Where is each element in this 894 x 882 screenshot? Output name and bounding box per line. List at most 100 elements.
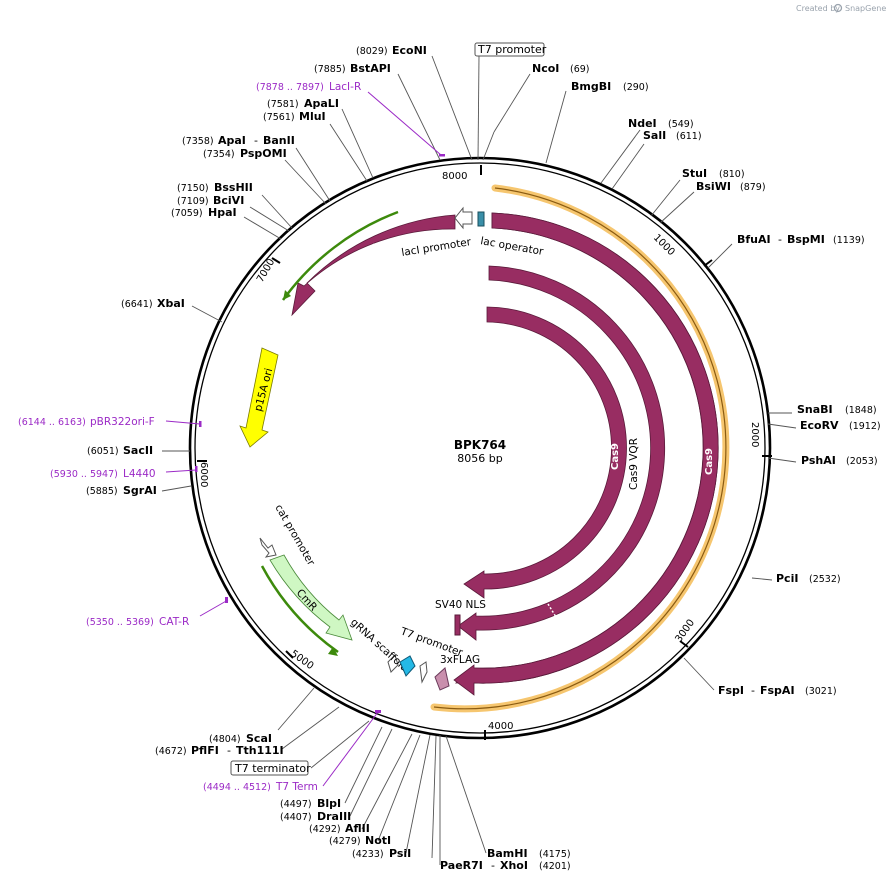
svg-text:BlpI: BlpI <box>317 797 341 810</box>
tick-6000: 6000 <box>198 462 209 487</box>
site-apai: (7358) ApaI - BanII <box>182 134 295 147</box>
credit-text: Created by <box>796 4 840 13</box>
site-pspomi: (7354) PspOMI <box>203 147 287 160</box>
plasmid-length: 8056 bp <box>457 452 502 465</box>
site-fspi: FspI - FspAI (3021) <box>718 684 837 697</box>
tick-1000: 1000 <box>651 232 677 258</box>
svg-text:(7150): (7150) <box>177 183 209 194</box>
svg-text:(4494 .. 4512): (4494 .. 4512) <box>203 782 271 793</box>
cmr-green-arrowhead <box>328 647 338 656</box>
svg-text:FspI: FspI <box>718 684 744 697</box>
cas9-vqr-label: Cas9 VQR <box>628 438 640 490</box>
site-bstapi: (7885) BstAPI <box>314 62 391 75</box>
svg-text:(549): (549) <box>668 119 694 130</box>
svg-text:StuI: StuI <box>682 167 707 180</box>
svg-text:PsiI: PsiI <box>389 847 411 860</box>
svg-text:(4672): (4672) <box>155 746 187 757</box>
svg-text:(4201): (4201) <box>539 861 571 872</box>
sv40-nls-label: SV40 NLS <box>435 599 486 611</box>
svg-text:BsiWI: BsiWI <box>696 180 731 193</box>
svg-text:ApaI: ApaI <box>218 134 246 147</box>
svg-text:-: - <box>227 744 231 757</box>
svg-text:BstAPI: BstAPI <box>350 62 391 75</box>
cas9-outer-label: Cas9 <box>704 448 715 475</box>
svg-text:(879): (879) <box>740 182 766 193</box>
svg-text:L4440: L4440 <box>123 468 156 480</box>
site-blpi: (4497) BlpI <box>280 797 341 810</box>
svg-text:BspMI: BspMI <box>787 233 825 246</box>
site-noti: (4279) NotI <box>329 834 391 847</box>
primer-laci-r: (7878 .. 7897) LacI-R <box>256 81 361 93</box>
svg-text:MluI: MluI <box>299 110 326 123</box>
svg-text:(4175): (4175) <box>539 849 571 860</box>
svg-text:(6641): (6641) <box>121 299 153 310</box>
laci-green-line <box>281 210 399 301</box>
svg-text:(290): (290) <box>623 82 649 93</box>
site-bsiwi: BsiWI (879) <box>696 180 766 193</box>
svg-text:-: - <box>491 859 495 872</box>
backbone-inner <box>194 162 766 734</box>
tick-3000: 3000 <box>673 618 697 645</box>
site-aflii: (4292) AflII <box>309 822 370 835</box>
svg-text:(6051): (6051) <box>87 446 119 457</box>
svg-text:FspAI: FspAI <box>760 684 795 697</box>
svg-text:SalI: SalI <box>643 129 666 142</box>
svg-text:(8029): (8029) <box>356 46 388 57</box>
site-xbai: (6641) XbaI <box>121 297 185 310</box>
svg-text:(4407): (4407) <box>280 812 312 823</box>
svg-text:NcoI: NcoI <box>532 62 559 75</box>
site-ndei: NdeI (549) <box>628 117 694 130</box>
primer-leaders <box>165 91 442 787</box>
svg-text:(5930 .. 5947): (5930 .. 5947) <box>50 469 118 480</box>
tick-8000: 8000 <box>442 171 467 182</box>
laci-promoter-label: lacI promoter <box>401 236 473 259</box>
svg-text:ApaLI: ApaLI <box>304 97 339 110</box>
svg-text:SgrAI: SgrAI <box>123 484 157 497</box>
svg-text:PshAI: PshAI <box>801 454 836 467</box>
site-econi: (8029) EcoNI <box>356 44 427 57</box>
svg-text:ScaI: ScaI <box>246 732 272 745</box>
svg-text:LacI-R: LacI-R <box>329 81 361 93</box>
svg-text:SnapGene: SnapGene <box>845 4 886 13</box>
svg-text:(810): (810) <box>719 169 745 180</box>
primer-t7-term: (4494 .. 4512) T7 Term <box>203 781 318 793</box>
svg-text:(1139): (1139) <box>833 235 865 246</box>
sv40-nls-marker <box>454 614 461 636</box>
site-ecorv: EcoRV (1912) <box>800 419 881 432</box>
svg-text:AflII: AflII <box>345 822 370 835</box>
cas9-vqr-arrow <box>457 265 666 641</box>
svg-text:PaeR7I: PaeR7I <box>440 859 483 872</box>
svg-text:(2053): (2053) <box>846 456 878 467</box>
flag-arrow <box>434 667 450 691</box>
svg-text:(4292): (4292) <box>309 824 341 835</box>
svg-text:DraIII: DraIII <box>317 810 351 823</box>
svg-text:(1848): (1848) <box>845 405 877 416</box>
svg-text:(7059): (7059) <box>171 208 203 219</box>
svg-text:EcoRV: EcoRV <box>800 419 839 432</box>
site-paer7i: PaeR7I - XhoI (4201) <box>440 859 571 872</box>
site-sgrai: (5885) SgrAI <box>86 484 157 497</box>
svg-text:Tth111I: Tth111I <box>236 744 284 757</box>
svg-text:(7581): (7581) <box>267 99 299 110</box>
site-sacii: (6051) SacII <box>87 444 153 457</box>
flag-label: 3xFLAG <box>440 654 480 666</box>
svg-text:T7 terminator: T7 terminator <box>234 762 311 775</box>
cas9-inner-arrow <box>463 306 627 599</box>
svg-text:(7358): (7358) <box>182 136 214 147</box>
primer-pbr322ori-f: (6144 .. 6163) pBR322ori-F <box>18 416 155 428</box>
primer-l4440: (5930 .. 5947) L4440 <box>50 468 156 480</box>
svg-text:(4497): (4497) <box>280 799 312 810</box>
site-scai: (4804) ScaI <box>209 732 272 745</box>
svg-text:EcoNI: EcoNI <box>392 44 427 57</box>
tick-2000: 2000 <box>749 422 760 447</box>
site-psii: (4233) PsiI <box>352 847 411 860</box>
site-pshai: PshAI (2053) <box>801 454 878 467</box>
svg-text:(7109): (7109) <box>177 196 209 207</box>
laci-arrow <box>291 214 456 317</box>
plasmid-name: BPK764 <box>454 438 506 452</box>
svg-text:(5350 .. 5369): (5350 .. 5369) <box>86 617 154 628</box>
svg-text:(6144 .. 6163): (6144 .. 6163) <box>18 417 86 428</box>
site-bamhi: BamHI (4175) <box>487 847 571 860</box>
cas9-outer-line <box>433 187 727 710</box>
site-stui: StuI (810) <box>682 167 745 180</box>
